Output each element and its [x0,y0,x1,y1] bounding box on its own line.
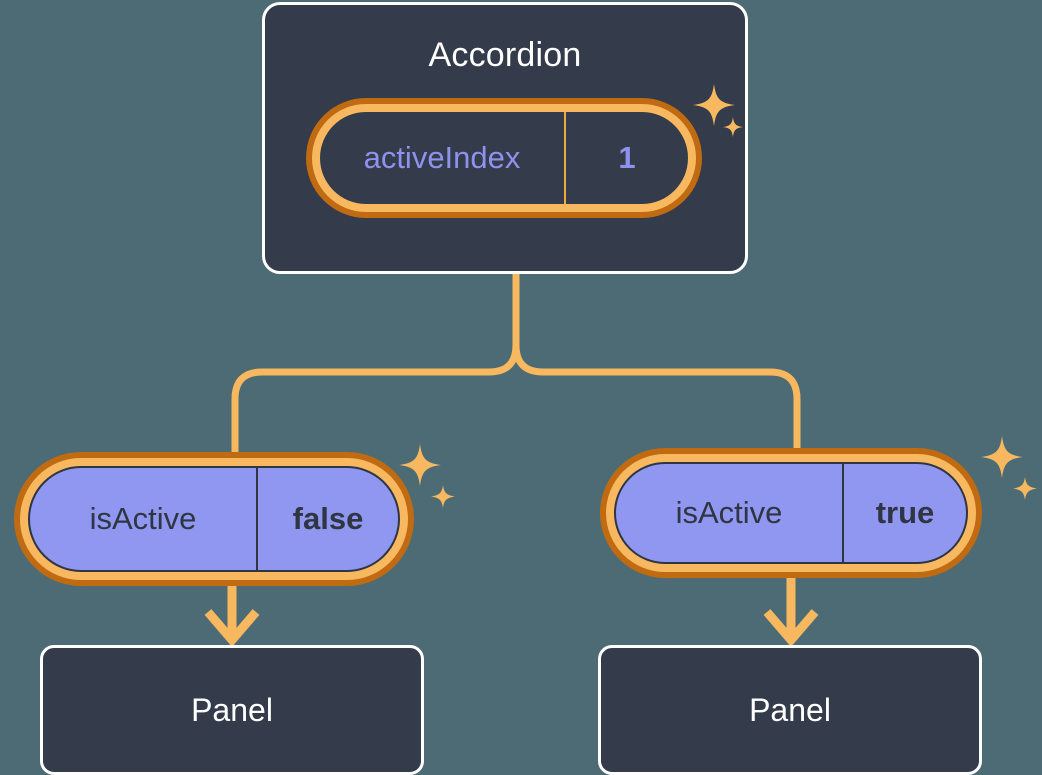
state-pill-active-index[interactable]: activeIndex 1 [306,98,702,218]
accordion-title: Accordion [428,36,582,74]
state-pill-is-active-true[interactable]: isActive true [600,448,982,578]
sparkles-icon-right-pill [981,436,1037,500]
pill-body: isActive false [28,466,400,572]
pill-body: activeIndex 1 [320,112,688,204]
panel-title-left: Panel [191,692,273,728]
state-key-label: activeIndex [320,112,566,204]
panel-title-right: Panel [749,692,831,728]
panel-card-right[interactable]: Panel [598,645,982,775]
state-pill-is-active-false[interactable]: isActive false [14,452,414,586]
state-key-label: isActive [30,468,258,570]
arrow-down-icon-right [763,572,819,647]
state-value-label: 1 [618,140,636,175]
pill-body: isActive true [614,462,968,564]
state-key-label: isActive [616,464,844,562]
state-value-label: false [292,501,364,536]
connector-tree-path [231,270,520,474]
panel-card-left[interactable]: Panel [40,645,424,775]
state-value-label: true [875,495,935,530]
